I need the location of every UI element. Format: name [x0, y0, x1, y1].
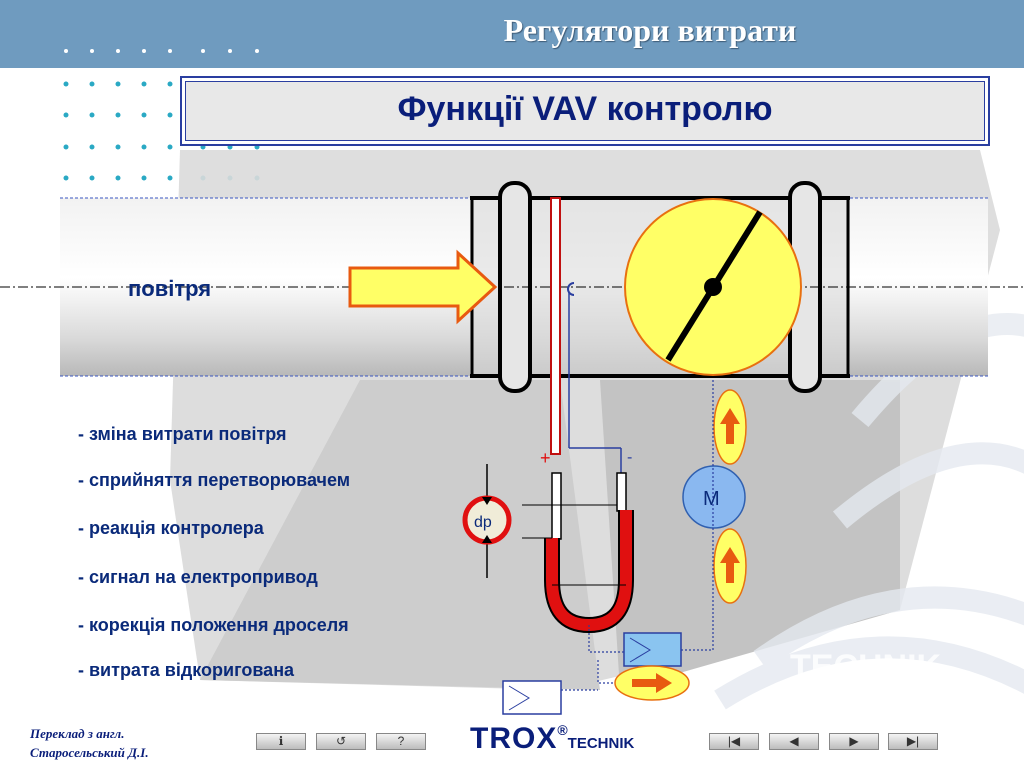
slide-subtitle: Функції VAV контролю — [397, 90, 773, 128]
credit-line-2: Старосельський Д.І. — [30, 745, 149, 760]
trox-logo: TROX®TECHNIK — [470, 722, 634, 756]
plus-sign: + — [540, 448, 551, 468]
skip-first-icon: |◀ — [727, 734, 741, 748]
dp-label: dp — [474, 514, 492, 531]
back-button[interactable]: ↺ — [316, 733, 366, 750]
air-label: повітря — [128, 276, 212, 301]
last-slide-button[interactable]: ▶| — [888, 733, 938, 750]
background-watermark: TECHNIK — [790, 648, 942, 686]
next-icon: ▶ — [849, 734, 859, 748]
decorative-dots — [63, 49, 260, 181]
skip-last-icon: ▶| — [906, 734, 920, 748]
return-icon: ↺ — [335, 734, 347, 748]
sensor-tap — [567, 282, 575, 296]
function-item-4: - сигнал на електропривод — [78, 567, 318, 587]
title-bar — [0, 0, 1024, 68]
subtitle-frame: Функції VAV контролю — [180, 76, 990, 146]
logo-main: TROX — [470, 722, 558, 755]
translation-credit: Переклад з англ. Старосельський Д.І. — [30, 724, 149, 762]
help-button[interactable]: ? — [376, 733, 426, 750]
damper-axis — [704, 278, 722, 296]
motor-label: M — [703, 488, 720, 510]
function-item-1: - зміна витрати повітря — [78, 424, 287, 444]
logo-registered: ® — [557, 722, 568, 738]
function-item-2: - сприйняття перетворювачем — [78, 470, 351, 490]
controller-box — [623, 632, 682, 667]
minus-sign: - — [627, 449, 632, 466]
credit-line-1: Переклад з англ. — [30, 726, 125, 741]
transducer-box — [502, 680, 562, 715]
question-icon: ? — [397, 734, 405, 748]
flow-sensor-probe — [550, 197, 561, 455]
logo-sub: TECHNIK — [567, 735, 635, 752]
function-item-6: - витрата відкоригована — [78, 660, 295, 680]
slide-title: Регулятори витрати — [503, 12, 797, 48]
function-item-3: - реакція контролера — [78, 518, 264, 538]
previous-icon: ◀ — [789, 734, 799, 748]
previous-slide-button[interactable]: ◀ — [769, 733, 819, 750]
first-slide-button[interactable]: |◀ — [709, 733, 759, 750]
info-button[interactable]: ℹ — [256, 733, 306, 750]
motor — [682, 465, 746, 529]
airflow-arrow — [348, 249, 498, 325]
function-item-5: - корекція положення дроселя — [78, 615, 349, 635]
next-slide-button[interactable]: ▶ — [829, 733, 879, 750]
info-icon: ℹ — [278, 734, 284, 748]
